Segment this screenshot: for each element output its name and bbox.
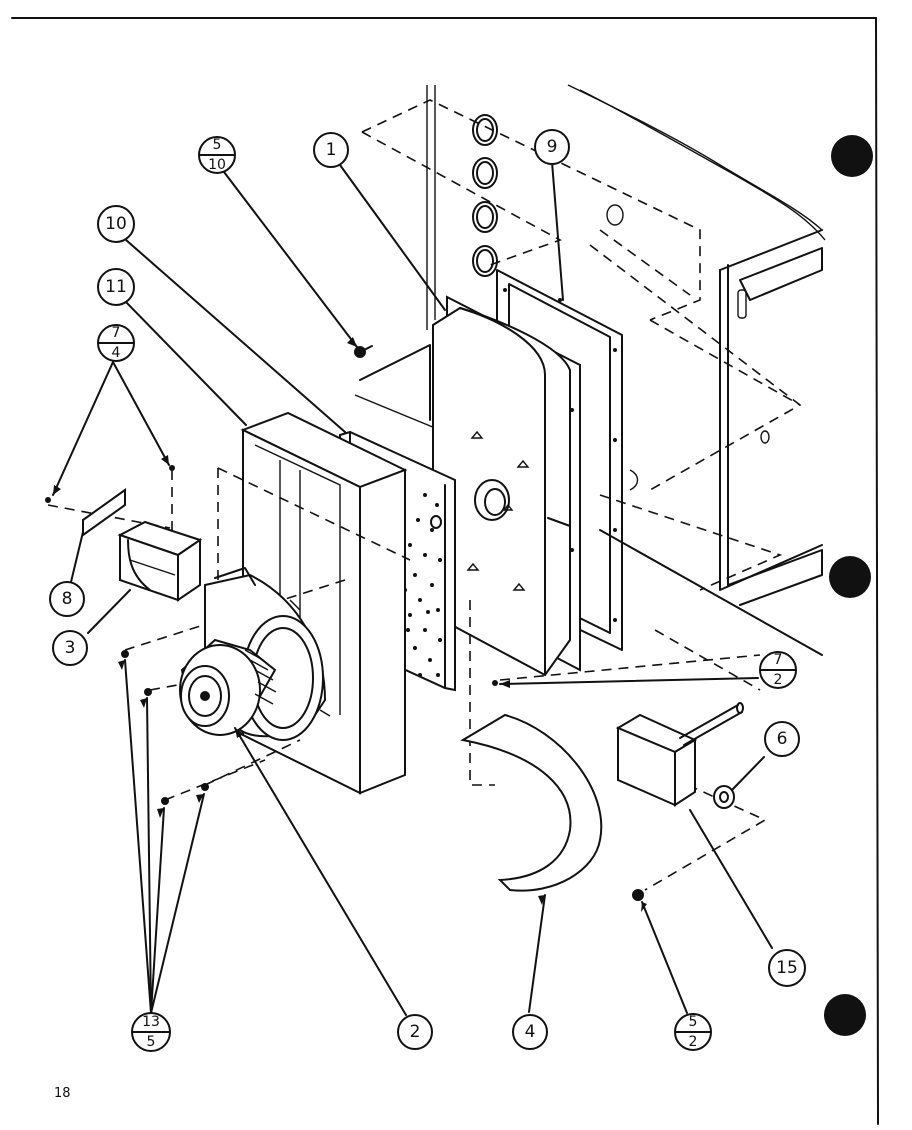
callout-3: 3 xyxy=(52,630,88,666)
fraction-callout-7-2: 7 2 xyxy=(759,651,797,689)
blower-motor xyxy=(179,567,331,741)
callout-8-label: 8 xyxy=(62,589,73,609)
label-plate xyxy=(82,488,126,537)
callout-10-label: 10 xyxy=(105,214,127,234)
knockout-rings xyxy=(472,114,498,277)
fraction-callout-13-5: 13 5 xyxy=(131,1012,171,1052)
fraction-callout-7-4: 7 4 xyxy=(97,324,135,362)
callout-1: 1 xyxy=(313,132,349,168)
front-cover-box xyxy=(240,411,408,795)
fraction-13-5-bottom: 5 xyxy=(147,1034,156,1050)
fraction-5-2-top: 5 xyxy=(689,1014,698,1030)
callout-4-label: 4 xyxy=(525,1022,536,1042)
binder-hole-bottom xyxy=(824,994,866,1036)
fraction-callout-5-2: 5 2 xyxy=(674,1013,712,1051)
callout-15: 15 xyxy=(768,949,806,987)
callout-15-label: 15 xyxy=(776,958,798,978)
callout-9-label: 9 xyxy=(547,137,558,157)
fraction-7-4-bottom: 4 xyxy=(112,345,121,361)
fraction-7-2-top: 7 xyxy=(774,652,783,668)
screws xyxy=(45,345,644,901)
fraction-7-2-bottom: 2 xyxy=(774,672,783,688)
fraction-5-10-top: 5 xyxy=(213,137,222,153)
curved-baffle xyxy=(460,713,603,892)
transformer-bracket xyxy=(117,520,203,602)
main-housing xyxy=(432,295,581,677)
fraction-5-2-bottom: 2 xyxy=(689,1034,698,1050)
fraction-7-4-top: 7 xyxy=(112,325,121,341)
callout-8: 8 xyxy=(49,581,85,617)
callout-1-label: 1 xyxy=(326,140,337,160)
callout-6: 6 xyxy=(764,721,800,757)
callout-11-label: 11 xyxy=(105,277,127,297)
callout-3-label: 3 xyxy=(65,638,76,658)
page-border xyxy=(11,17,879,1125)
leader-lines xyxy=(52,161,773,1016)
callout-9: 9 xyxy=(534,129,570,165)
fraction-5-10-bottom: 10 xyxy=(208,157,226,173)
hex-nut xyxy=(713,785,735,809)
control-box xyxy=(615,702,744,807)
page-number: 18 xyxy=(54,1086,71,1101)
callout-10: 10 xyxy=(97,205,135,243)
fraction-callout-5-10: 5 10 xyxy=(198,136,236,174)
cabinet-outline xyxy=(354,84,826,691)
callout-4: 4 xyxy=(512,1014,548,1050)
fraction-13-5-top: 13 xyxy=(142,1014,160,1030)
callout-11: 11 xyxy=(97,268,135,306)
binder-hole-top xyxy=(831,135,873,177)
callout-6-label: 6 xyxy=(777,729,788,749)
binder-hole-middle xyxy=(829,556,871,598)
callout-2: 2 xyxy=(397,1014,433,1050)
callout-2-label: 2 xyxy=(410,1022,421,1042)
